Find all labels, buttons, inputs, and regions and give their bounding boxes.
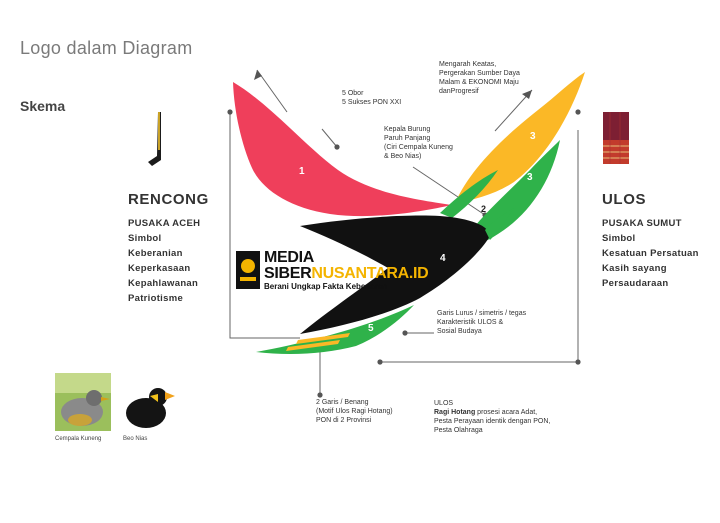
note-bold: Ragi Hotang [434, 409, 476, 416]
note-mengarah-keatas: Mengarah Keatas, Pergerakan Sumber Daya … [439, 60, 520, 96]
note-line: Mengarah Keatas, [439, 61, 497, 68]
ulos-item: Kasih sayang [602, 263, 667, 274]
rencong-subtitle: PUSAKA ACEH [128, 218, 201, 229]
segment-3-number-green: 3 [527, 172, 533, 183]
beo-nias-caption: Beo Nias [123, 436, 148, 442]
note-line: Sosial Budaya [437, 328, 482, 335]
ulos-item: Persaudaraan [602, 278, 669, 289]
note-ulos-ragi-hotang: ULOS Ragi Hotang prosesi acara Adat, Pes… [434, 399, 550, 435]
watermark-badge [236, 251, 260, 289]
rencong-item: Simbol [128, 233, 162, 244]
watermark-siber: SIBER [264, 265, 312, 282]
note-line: Pesta Olahraga [434, 427, 483, 434]
note-rest: prosesi acara Adat, [475, 409, 538, 416]
note-line: PON di 2 Provinsi [316, 417, 372, 424]
watermark-line1: MEDIA [264, 250, 428, 266]
rencong-heading: RENCONG [128, 191, 209, 208]
note-heading: ULOS [434, 400, 454, 407]
rencong-item: Kepahlawanan [128, 278, 199, 289]
note-line: Pergerakan Sumber Daya [439, 70, 520, 77]
note-line: Pesta Perayaan identik dengan PON, [434, 418, 551, 425]
ragi-hotang-stripe-2 [296, 333, 350, 344]
ulos-cloth-icon [603, 112, 629, 164]
note-garis-lurus: Garis Lurus / simetris / tegas Karakteri… [437, 309, 526, 336]
segment-3-yellow-wing [455, 72, 585, 203]
watermark-media: MEDIA [264, 249, 315, 266]
segment-2-number: 2 [481, 204, 487, 214]
ulos-item: Kesatuan Persatuan [602, 248, 699, 259]
cempala-kuneng-caption: Cempala Kuneng [55, 436, 102, 442]
ulos-list: PUSAKA SUMUT Simbol Kesatuan Persatuan K… [602, 216, 699, 291]
watermark-line2: SIBERNUSANTARA.ID [264, 265, 429, 282]
note-obor: 5 Obor 5 Sukses PON XXI [342, 89, 401, 107]
rencong-item: Patriotisme [128, 293, 184, 304]
note-2-garis: 2 Garis / Benang (Motif Ulos Ragi Hotang… [316, 398, 393, 425]
watermark-tagline: Berani Ungkap Fakta Kebenaran [264, 282, 388, 291]
segment-4-black-body [300, 215, 490, 334]
note-line: (Motif Ulos Ragi Hotang) [316, 408, 393, 415]
rencong-list: PUSAKA ACEH Simbol Keberanian Keperkasaa… [128, 216, 200, 306]
note-line: Ragi Hotang prosesi acara Adat, [434, 408, 550, 417]
segment-4-number: 4 [440, 253, 446, 264]
ulos-item: Simbol [602, 233, 636, 244]
segment-1-number: 1 [299, 166, 305, 177]
rencong-icon [148, 112, 161, 166]
note-line: danProgresif [439, 88, 479, 95]
note-line: 5 Sukses PON XXI [342, 99, 402, 106]
rencong-item: Keperkasaan [128, 263, 191, 274]
note-line: Karakteristik ULOS & [437, 319, 504, 326]
note-line: Garis Lurus / simetris / tegas [437, 310, 527, 317]
segment-1-red-wing [233, 82, 452, 217]
ragi-hotang-stripe-1 [286, 340, 340, 351]
arrow-heads [254, 70, 532, 99]
schema-label: Skema [20, 98, 66, 114]
ulos-subtitle: PUSAKA SUMUT [602, 218, 682, 229]
note-kepala-burung: Kepala Burung Paruh Panjang (Ciri Cempal… [384, 125, 453, 161]
watermark-nusantara: NUSANTARA.ID [311, 265, 429, 282]
segment-5-number: 5 [368, 323, 374, 334]
cempala-kuneng-photo [55, 373, 111, 431]
segment-3-number-yellow: 3 [530, 131, 536, 142]
note-line: Paruh Panjang [384, 135, 431, 142]
note-line: 2 Garis / Benang [316, 399, 369, 406]
note-line: & Beo Nias) [384, 153, 422, 160]
beo-nias-photo [122, 373, 178, 431]
note-line: Malam & EKONOMI Maju [439, 79, 519, 86]
segment-beak-green [485, 208, 514, 240]
note-line: Kepala Burung [384, 126, 431, 133]
note-line: (Ciri Cempala Kuneng [384, 144, 453, 151]
segment-3-green-wing [460, 140, 560, 249]
page-title: Logo dalam Diagram [20, 38, 193, 58]
note-line: 5 Obor [342, 90, 364, 97]
segment-green-neck [440, 170, 498, 218]
watermark: MEDIA SIBERNUSANTARA.ID Berani Ungkap Fa… [264, 250, 429, 292]
ulos-heading: ULOS [602, 191, 647, 208]
rencong-item: Keberanian [128, 248, 183, 259]
